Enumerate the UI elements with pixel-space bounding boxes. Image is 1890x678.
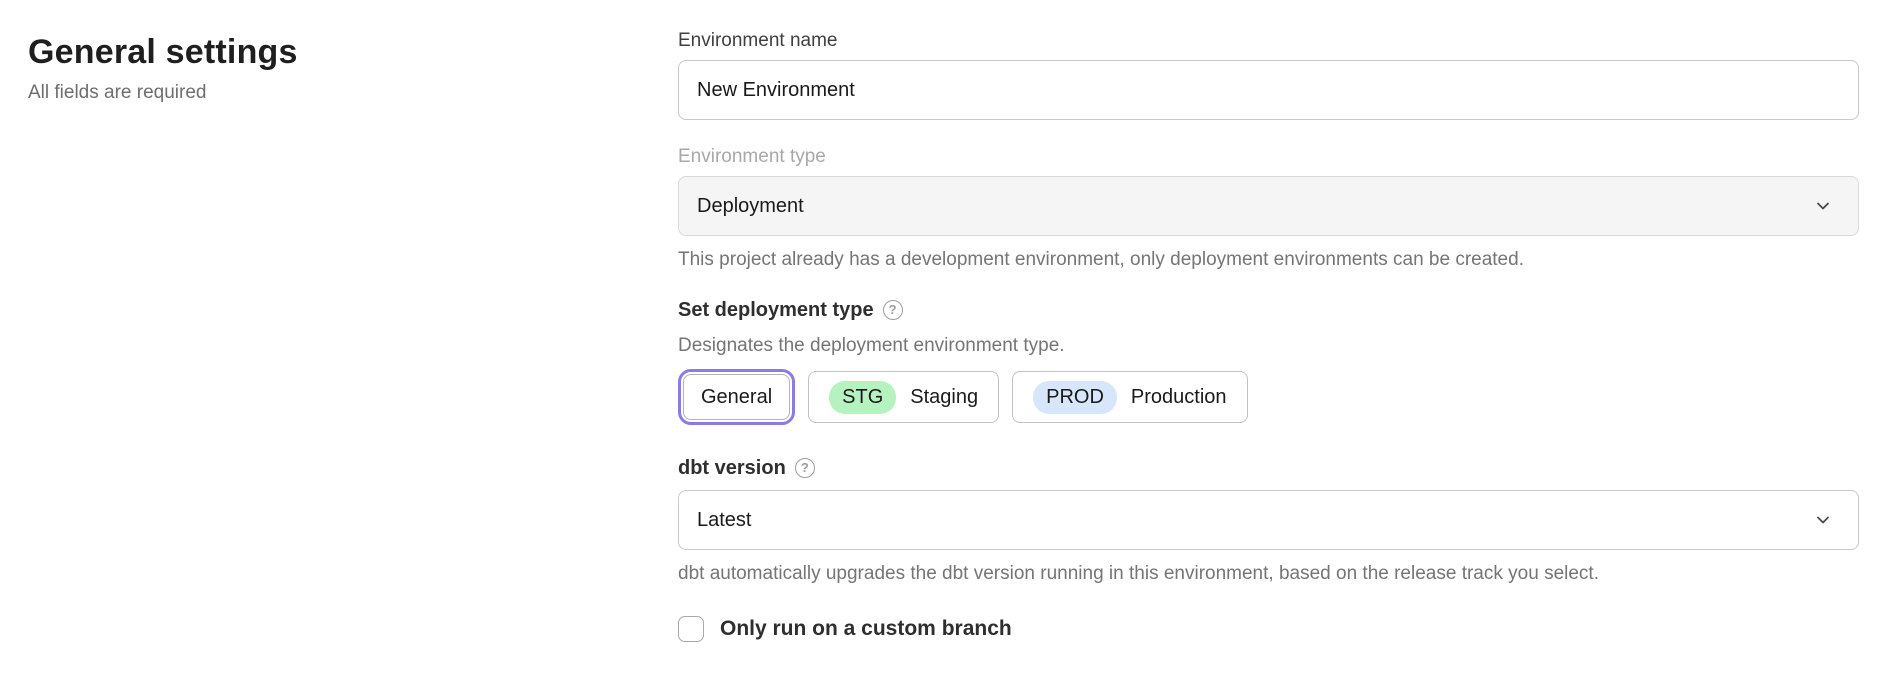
environment-name-input[interactable] <box>678 60 1859 120</box>
option-label: Staging <box>910 385 979 408</box>
custom-branch-row: Only run on a custom branch <box>678 616 1859 642</box>
environment-type-label: Environment type <box>678 146 826 167</box>
production-badge: PROD <box>1033 380 1117 414</box>
page-intro: General settings All fields are required <box>28 30 588 104</box>
environment-settings-form: Environment name Environment type Deploy… <box>678 30 1859 642</box>
help-icon[interactable]: ? <box>882 300 903 320</box>
environment-type-helper: This project already has a development e… <box>678 249 1524 270</box>
deployment-type-label-text: Set deployment type <box>678 299 874 321</box>
chevron-down-icon <box>1817 516 1829 524</box>
deployment-type-option-general[interactable]: General <box>683 374 791 420</box>
dbt-version-helper: dbt automatically upgrades the dbt versi… <box>678 563 1599 584</box>
staging-badge: STG <box>829 380 897 414</box>
chevron-down-icon <box>1817 202 1829 210</box>
deployment-type-section-label: Set deployment type ? <box>678 298 1859 322</box>
option-label: Production <box>1130 385 1227 408</box>
custom-branch-checkbox[interactable] <box>678 616 704 642</box>
deployment-type-option-staging[interactable]: STG Staging <box>808 371 1000 423</box>
environment-type-select[interactable]: Deployment <box>678 176 1859 236</box>
help-icon[interactable]: ? <box>794 458 815 478</box>
dbt-version-section-label: dbt version ? <box>678 456 1859 480</box>
environment-name-label: Environment name <box>678 30 838 51</box>
option-label: General <box>701 385 773 408</box>
dbt-version-label-text: dbt version <box>678 457 786 479</box>
environment-type-value: Deployment <box>697 194 804 217</box>
page-subtitle: All fields are required <box>28 82 207 103</box>
dbt-version-value: Latest <box>697 508 752 531</box>
deployment-type-option-production[interactable]: PROD Production <box>1012 371 1248 423</box>
selected-option-ring: General <box>678 369 796 425</box>
deployment-type-options: General STG Staging PROD Production <box>678 368 1859 426</box>
page-title: General settings <box>28 33 298 71</box>
custom-branch-label[interactable]: Only run on a custom branch <box>720 617 1012 640</box>
dbt-version-select[interactable]: Latest <box>678 490 1859 550</box>
deployment-type-description: Designates the deployment environment ty… <box>678 335 1065 356</box>
